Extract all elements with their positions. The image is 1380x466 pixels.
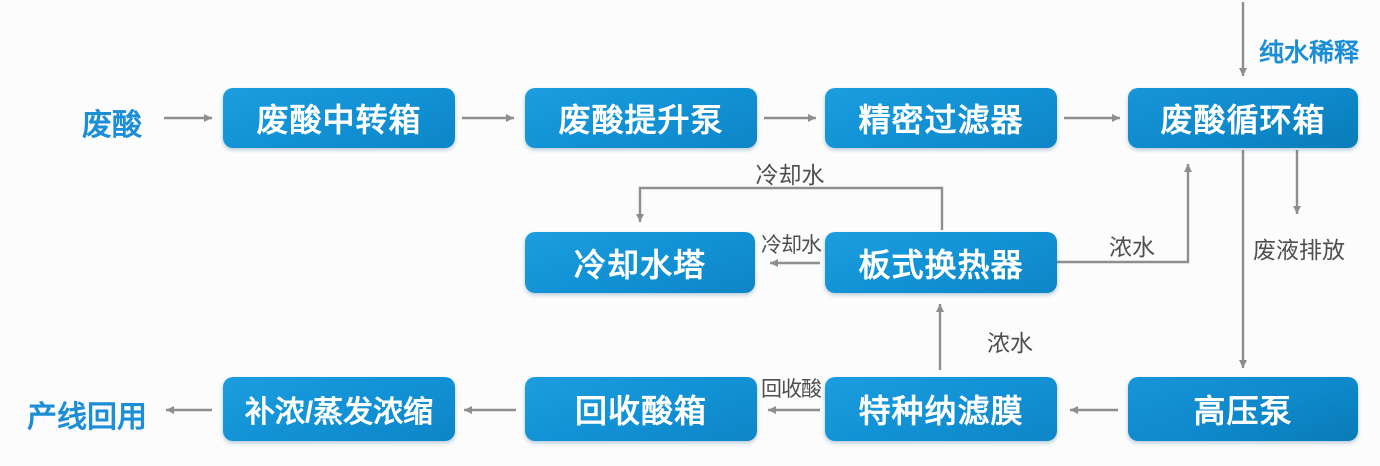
label-cooling-water-supply: 冷却水 <box>761 234 822 257</box>
label-recovered-acid: 回收酸 <box>761 378 822 401</box>
node-waste-acid-lift-pump: 废酸提升泵 <box>525 88 757 148</box>
node-waste-acid-circulation-tank: 废酸循环箱 <box>1128 88 1358 148</box>
label-concentrated-water-up: 浓水 <box>987 330 1033 356</box>
node-special-nanofiltration-membrane: 特种纳滤膜 <box>825 377 1057 441</box>
node-recovered-acid-tank: 回收酸箱 <box>525 377 757 441</box>
label-pure-water-dilution: 纯水稀释 <box>1258 39 1359 67</box>
label-waste-liquid-discharge: 废液排放 <box>1253 237 1345 263</box>
edge-exchanger-to-circulationtank <box>1057 164 1192 264</box>
label-concentrated-water-recycle: 浓水 <box>1109 234 1155 260</box>
node-precision-filter: 精密过滤器 <box>825 88 1057 148</box>
node-plate-heat-exchanger: 板式换热器 <box>825 232 1057 293</box>
node-high-pressure-pump: 高压泵 <box>1128 377 1358 441</box>
edge-exchanger-to-tower-loop <box>636 186 944 230</box>
node-cooling-water-tower: 冷却水塔 <box>525 232 755 293</box>
node-replenish-evaporation-concentrate: 补浓/蒸发浓缩 <box>223 377 455 441</box>
label-production-line-reuse: 产线回用 <box>27 401 147 434</box>
node-waste-acid-transfer-tank: 废酸中转箱 <box>223 88 455 148</box>
label-cooling-water-return: 冷却水 <box>755 162 825 188</box>
label-waste-acid-input: 废酸 <box>82 109 142 142</box>
